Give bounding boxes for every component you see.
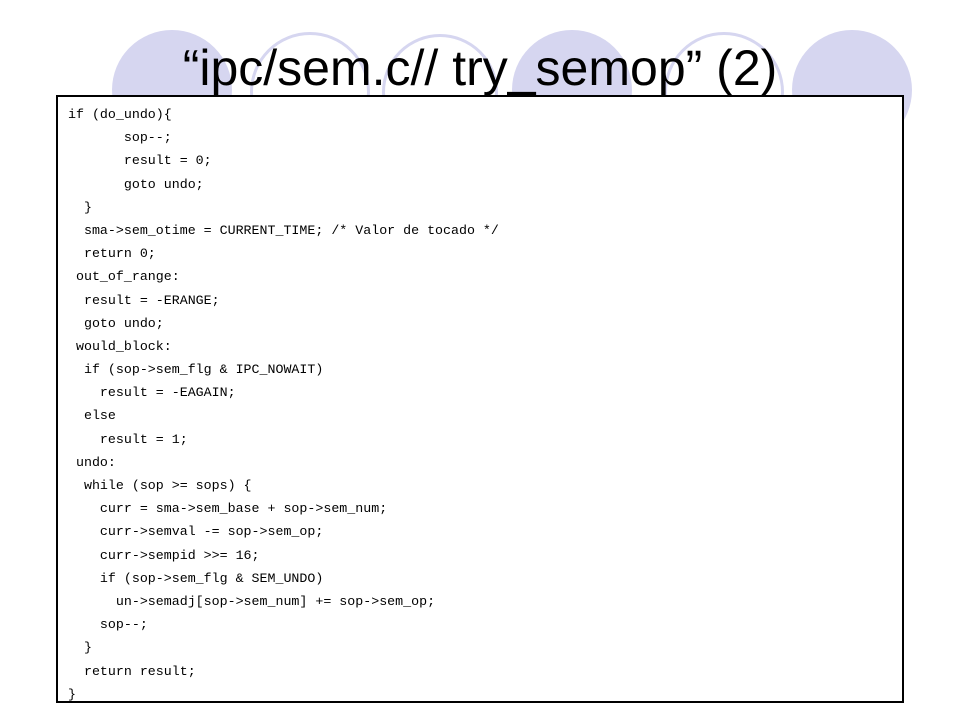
code-line: would_block: (68, 338, 172, 354)
code-line: } (68, 199, 92, 215)
code-line: result = -EAGAIN; (68, 385, 236, 401)
code-line: sma->sem_otime = CURRENT_TIME; /* Valor … (68, 222, 499, 238)
code-line: curr = sma->sem_base + sop->sem_num; (68, 501, 388, 517)
code-line: sop--; (68, 617, 148, 633)
code-line: } (68, 640, 92, 656)
code-line: undo: (68, 454, 116, 470)
code-line: result = 0; (68, 153, 212, 169)
code-line: out_of_range: (68, 269, 180, 285)
code-line: } (68, 686, 76, 702)
code-line: else (68, 408, 116, 424)
slide-title: “ipc/sem.c// try_semop” (2) (182, 40, 778, 96)
code-line: if (sop->sem_flg & IPC_NOWAIT) (68, 362, 324, 378)
code-line: goto undo; (68, 315, 164, 331)
code-line: result = -ERANGE; (68, 292, 220, 308)
code-line: result = 1; (68, 431, 188, 447)
code-line: return 0; (68, 246, 156, 262)
code-listing: if (do_undo){ sop--; result = 0; goto un… (56, 95, 904, 703)
code-line: if (do_undo){ (68, 107, 172, 122)
code-line: curr->semval -= sop->sem_op; (68, 524, 324, 540)
code-line: un->semadj[sop->sem_num] += sop->sem_op; (68, 593, 436, 609)
code-line: goto undo; (68, 176, 204, 192)
code-line: sop--; (68, 130, 172, 146)
code-line: curr->sempid >>= 16; (68, 547, 260, 563)
code-line: if (sop->sem_flg & SEM_UNDO) (68, 570, 324, 586)
code-line: return result; (68, 663, 196, 679)
code-line: while (sop >= sops) { (68, 478, 252, 493)
